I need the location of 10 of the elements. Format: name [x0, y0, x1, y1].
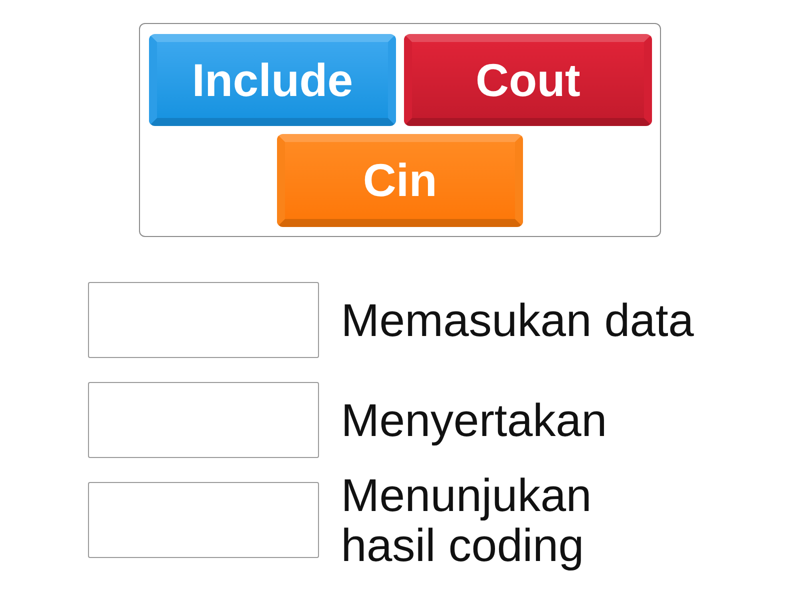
- answer-box: [88, 482, 319, 558]
- answer-tile: Cin: [277, 134, 523, 227]
- answer-tile: Include: [149, 34, 396, 126]
- answer-box: [88, 382, 319, 458]
- answer-tile: Cout: [404, 34, 652, 126]
- definition-text: Memasukan data: [341, 295, 694, 345]
- answer-box: [88, 282, 319, 358]
- definition-text: Menunjukan hasil coding: [341, 470, 593, 570]
- definition-text: Menyertakan: [341, 395, 607, 445]
- tile-tray: [139, 23, 661, 237]
